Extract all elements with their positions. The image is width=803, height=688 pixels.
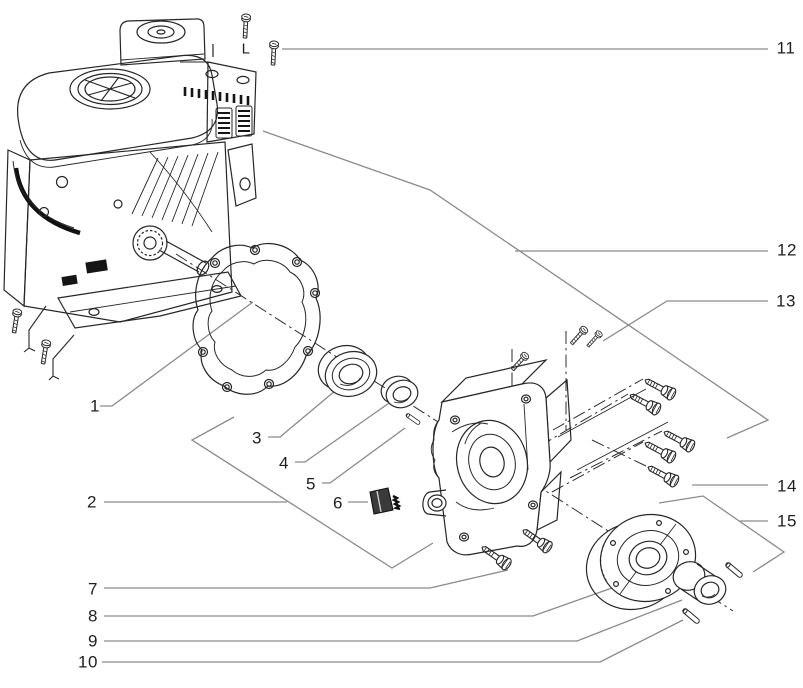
leader-line-10 — [102, 619, 684, 663]
plug-port-hole — [427, 494, 447, 512]
bolt-14-icon — [644, 460, 682, 489]
plug-part — [369, 487, 402, 515]
callout-7: 7 — [88, 579, 98, 599]
leader-line-3 — [268, 379, 349, 438]
leader-lines — [100, 48, 786, 663]
leader-line-12 — [262, 130, 770, 439]
bolt-icon — [641, 373, 679, 402]
bushing-part — [672, 561, 727, 605]
gasket-holes — [197, 244, 321, 393]
callout-6: 6 — [333, 493, 343, 513]
callout-12: 12 — [777, 240, 797, 260]
leader-line-8 — [104, 587, 613, 617]
mount-screw-icon — [9, 305, 47, 353]
housing-bore — [455, 419, 529, 505]
mount-screw-icon — [38, 334, 75, 381]
leader-line-4 — [295, 400, 393, 463]
top-screws — [212, 13, 280, 66]
bearing-part — [317, 344, 378, 398]
callout-13: 13 — [776, 291, 796, 311]
leader-line-5 — [322, 427, 406, 484]
bell-housing-part — [422, 358, 572, 556]
callout-2: 2 — [87, 492, 97, 512]
screw-icon — [268, 40, 280, 66]
screw-icon — [240, 13, 252, 39]
fuel-cap — [69, 68, 151, 110]
bolt-icon — [641, 436, 679, 465]
dowel-pin-part — [404, 412, 422, 426]
screw-icon — [509, 350, 531, 373]
callout-11: 11 — [776, 38, 796, 58]
key-pin-icon — [724, 561, 744, 579]
leader-line-1 — [100, 301, 254, 407]
mounting-bolts-right — [557, 373, 698, 471]
callout-10: 10 — [78, 652, 98, 672]
key-pin-icon — [681, 607, 701, 625]
leader-line-2 — [104, 416, 434, 569]
callout-5: 5 — [306, 474, 316, 494]
callout-1: 1 — [90, 396, 100, 416]
housing-bolt-holes — [449, 394, 539, 542]
callout-4: 4 — [279, 453, 289, 473]
callout-15: 15 — [777, 511, 797, 531]
leader-line-7 — [104, 569, 509, 589]
leader-line-9 — [104, 599, 683, 642]
flange-holes — [609, 519, 689, 594]
leader-line-15 — [658, 495, 786, 573]
bolt-icon — [626, 388, 664, 417]
callout-8: 8 — [88, 606, 98, 626]
callout-3: 3 — [252, 428, 262, 448]
engine-illustration — [3, 18, 257, 329]
leader-line-13 — [602, 300, 768, 342]
engine-mount-screws — [9, 305, 75, 381]
l-mark: L — [241, 40, 251, 58]
flange-rotor-part — [585, 513, 697, 611]
washer-part — [380, 375, 419, 409]
gasket-part — [192, 243, 321, 395]
callout-14: 14 — [777, 476, 797, 496]
screw-icon — [568, 324, 590, 347]
callout-9: 9 — [88, 631, 98, 651]
screw-13-icon — [584, 329, 604, 350]
